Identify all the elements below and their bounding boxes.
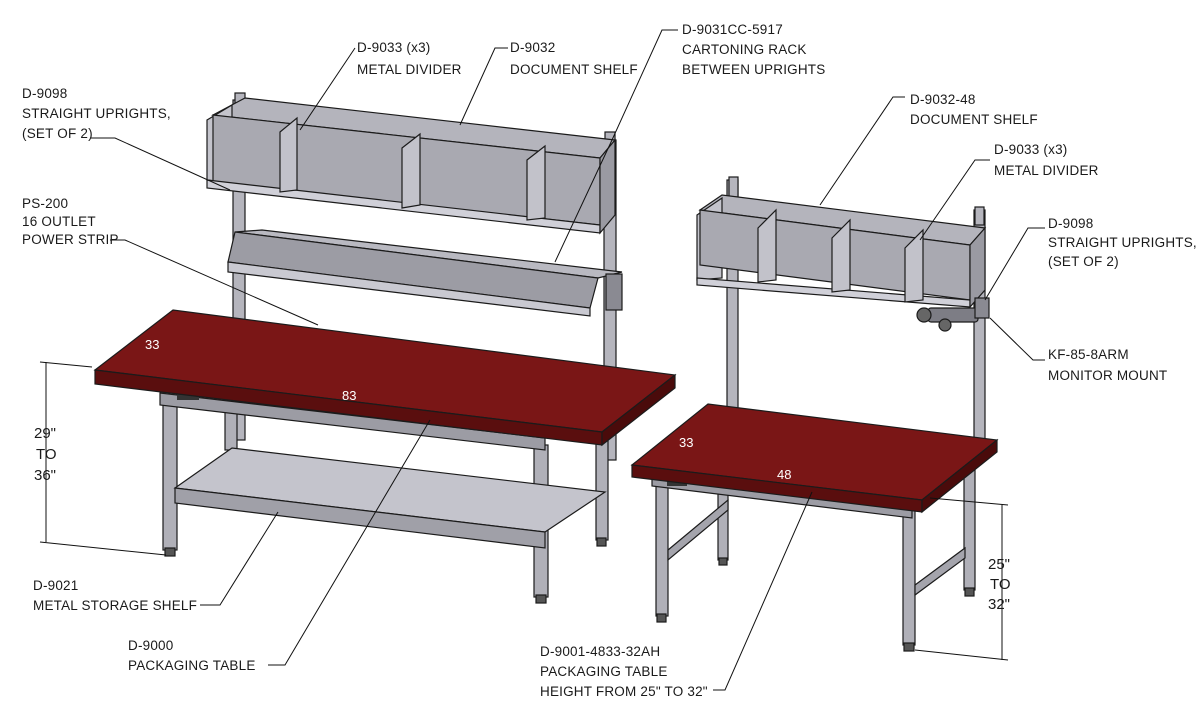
label-ps200: PS-200 16 OUTLET POWER STRIP bbox=[22, 196, 119, 247]
label-d9001: D-9001-4833-32AH PACKAGING TABLE HEIGHT … bbox=[540, 644, 708, 699]
label-kf85: KF-85-8ARM MONITOR MOUNT bbox=[1048, 347, 1167, 383]
left-workbench bbox=[93, 92, 677, 604]
right-tabletop bbox=[630, 403, 999, 514]
leader-lines bbox=[39, 29, 1045, 691]
divider bbox=[831, 218, 851, 293]
label-d9098-right: D-9098 STRAIGHT UPRIGHTS, (SET OF 2) bbox=[1048, 216, 1200, 269]
callout-labels: D-9098 STRAIGHT UPRIGHTS, (SET OF 2) D-9… bbox=[22, 22, 1200, 699]
monitor-mount bbox=[916, 297, 990, 332]
label-d9021: D-9021 METAL STORAGE SHELF bbox=[33, 578, 197, 613]
label-d9000: D-9000 PACKAGING TABLE bbox=[128, 638, 256, 673]
label-d9033-right: D-9033 (x3) METAL DIVIDER bbox=[994, 142, 1099, 178]
divider bbox=[526, 144, 546, 221]
left-width-label: 83 bbox=[342, 388, 356, 403]
label-d9031cc: D-9031CC-5917 CARTONING RACK BETWEEN UPR… bbox=[682, 22, 825, 77]
right-workbench bbox=[630, 176, 999, 652]
left-legs bbox=[162, 389, 609, 604]
label-d9033-left: D-9033 (x3) METAL DIVIDER bbox=[357, 40, 462, 77]
label-d9032-48: D-9032-48 DOCUMENT SHELF bbox=[910, 92, 1038, 127]
left-storage-shelf bbox=[173, 447, 607, 549]
label-d9098-left: D-9098 STRAIGHT UPRIGHTS, (SET OF 2) bbox=[22, 86, 175, 141]
left-tabletop bbox=[93, 309, 677, 447]
right-width-label: 48 bbox=[777, 467, 791, 482]
right-legs bbox=[655, 469, 976, 652]
label-d9032: D-9032 DOCUMENT SHELF bbox=[510, 40, 638, 77]
left-depth-label: 33 bbox=[145, 337, 159, 352]
left-height-dimension: 29" TO 36" bbox=[34, 425, 61, 484]
power-strip bbox=[177, 393, 199, 400]
right-depth-label: 33 bbox=[679, 435, 693, 450]
right-document-shelf bbox=[696, 194, 987, 309]
divider bbox=[401, 132, 421, 209]
left-cartoning-rack bbox=[227, 229, 623, 317]
right-height-dimension: 25" TO 32" bbox=[988, 556, 1015, 613]
left-document-shelf bbox=[206, 97, 617, 235]
divider bbox=[279, 116, 298, 193]
divider bbox=[757, 208, 777, 283]
divider bbox=[904, 228, 924, 303]
dimension-labels: 29" TO 36" 25" TO 32" 33 83 33 48 bbox=[34, 337, 1015, 613]
